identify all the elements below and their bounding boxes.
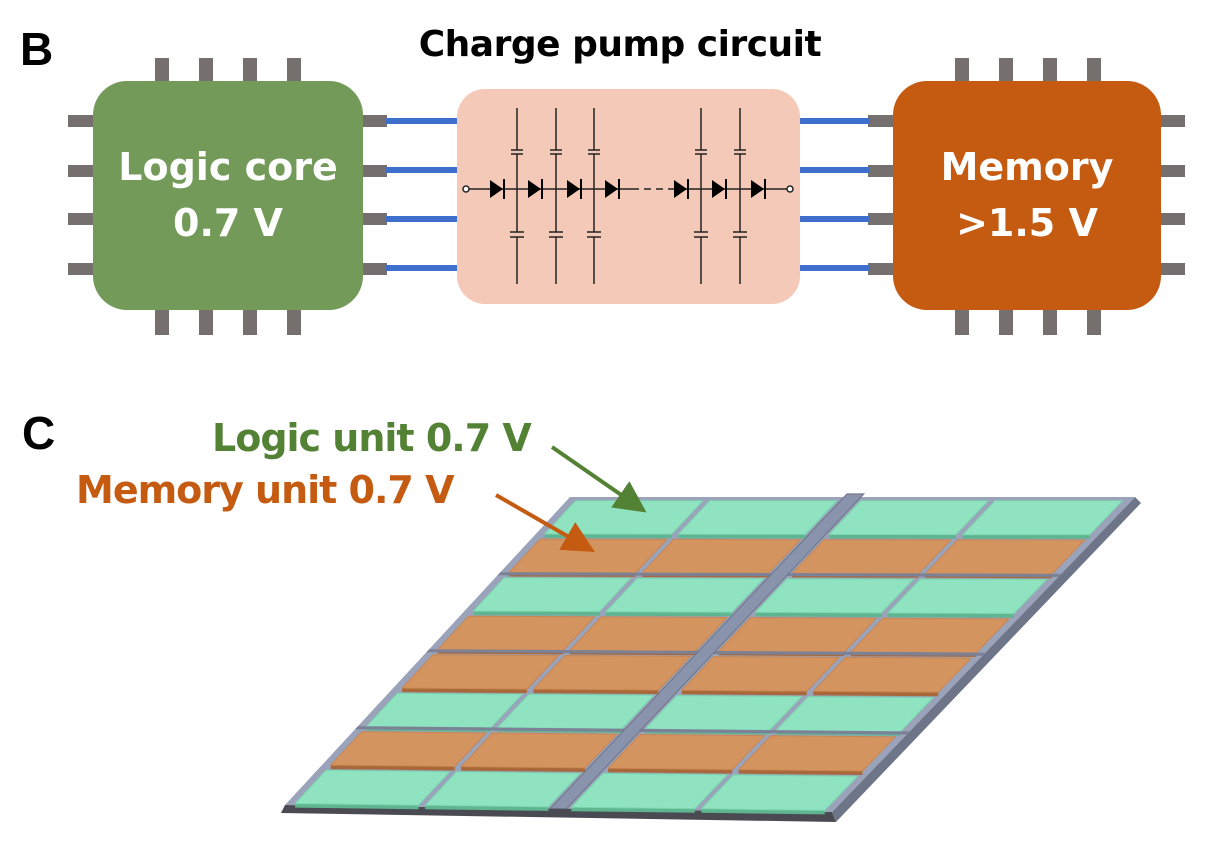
chip-pin-right [1159, 213, 1185, 225]
memory-unit-tile [812, 656, 972, 693]
chip-pin-right [1159, 263, 1185, 275]
bus-wire-right [800, 216, 870, 222]
logic-core-label: Logic core [118, 145, 338, 190]
bus-wire-right [800, 118, 870, 124]
chip-pin-top [955, 58, 969, 84]
memory-unit-tile [330, 731, 487, 767]
chip-pin-bottom [955, 307, 969, 335]
memory-unit-tile [607, 734, 765, 771]
logic-core-chip: Logic core 0.7 V [93, 81, 363, 310]
chip-pin-bottom [287, 307, 301, 335]
logic-unit-tile [887, 578, 1048, 615]
bus-wire-left [386, 167, 458, 173]
chip-pin-bottom [243, 307, 257, 335]
diode-icon [712, 180, 725, 198]
chip-pin-left [68, 115, 95, 127]
memory-voltage: >1.5 V [956, 200, 1098, 245]
memory-unit-tile [460, 732, 618, 769]
logic-unit-tile [472, 577, 632, 613]
chip-pin-right [361, 213, 387, 225]
chip-pin-left [68, 213, 95, 225]
tile-edge [829, 534, 956, 539]
chip-pin-top [199, 58, 213, 84]
chip-pin-right [361, 115, 387, 127]
chip-pin-left [868, 165, 895, 177]
bus-wire-right [800, 265, 870, 271]
diode-icon [528, 180, 541, 198]
tile-edge [678, 534, 806, 539]
logic-unit-tile [677, 500, 838, 535]
diode-icon [567, 180, 580, 198]
charge-pump-box [457, 89, 800, 304]
memory-unit-tile [738, 735, 896, 772]
chip-pin-left [68, 263, 95, 275]
memory-unit-tile [533, 655, 691, 691]
chip-pin-right [361, 165, 387, 177]
logic-unit-tile [754, 578, 915, 614]
tile-edge [888, 613, 1014, 618]
chip-pin-left [868, 115, 895, 127]
panel-c-label: C [22, 407, 56, 459]
bus-wire-left [386, 265, 458, 271]
chip-pin-top [155, 58, 169, 84]
logic-unit-tile [570, 772, 728, 810]
substrate-edge-side [832, 497, 1141, 822]
substrate-edge-front [281, 805, 836, 822]
bus-wire-left [386, 216, 458, 222]
logic-unit-arrow [550, 445, 647, 513]
memory-unit-arrow [495, 493, 595, 552]
chip-pin-top [1087, 58, 1101, 84]
logic-core-voltage: 0.7 V [173, 200, 283, 245]
logic-unit-tile [962, 500, 1123, 536]
chip-pin-bottom [199, 307, 213, 335]
chip-pin-top [243, 58, 257, 84]
central-spine [549, 493, 866, 810]
logic-unit-tile [294, 769, 451, 806]
chip-pin-right [1159, 165, 1185, 177]
chip-pin-left [868, 213, 895, 225]
chip-pin-left [68, 165, 95, 177]
memory-unit-tile [401, 654, 559, 690]
diode-icon [605, 180, 618, 198]
memory-unit-tile [681, 656, 840, 692]
diode-icon [674, 180, 687, 198]
diode-icon [751, 180, 764, 198]
chip-pin-bottom [999, 307, 1013, 335]
chip-pin-right [361, 263, 387, 275]
logic-unit-tile [605, 577, 765, 613]
chip-pin-bottom [1043, 307, 1057, 335]
bus-wire-left [386, 118, 458, 124]
logic-unit-tile [828, 500, 989, 536]
tile-edge [606, 611, 732, 617]
logic-unit-tile [700, 774, 858, 811]
charge-pump-title: Charge pump circuit [418, 24, 822, 65]
logic-unit-tile [424, 771, 581, 808]
bus-wire-right [800, 167, 870, 173]
tile-edge [962, 534, 1090, 539]
memory-unit-label: Memory unit 0.7 V [76, 468, 455, 512]
tile-edge [755, 612, 882, 617]
logic-unit-label: Logic unit 0.7 V [212, 416, 532, 460]
chip-pin-bottom [1087, 307, 1101, 335]
memory-chip: Memory >1.5 V [893, 81, 1161, 310]
panel-b-label: B [20, 23, 54, 75]
chip-pin-left [868, 263, 895, 275]
memory-label: Memory [940, 145, 1114, 190]
diode-icon [490, 180, 503, 198]
tile-edge [473, 611, 600, 616]
chip-pin-right [1159, 115, 1185, 127]
chip-pin-top [287, 58, 301, 84]
chip-pin-bottom [155, 307, 169, 335]
chip-pin-top [1043, 58, 1057, 84]
chip-pin-top [999, 58, 1013, 84]
